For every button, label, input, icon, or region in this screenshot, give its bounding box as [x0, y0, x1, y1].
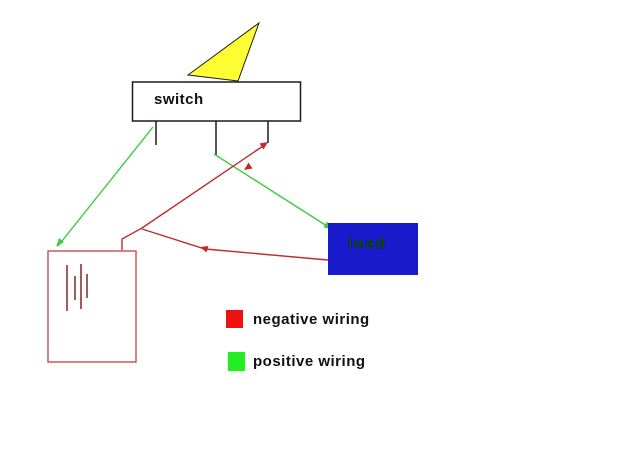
- legend-positive-label: positive wiring: [253, 353, 366, 370]
- legend-negative-label: negative wiring: [253, 311, 370, 328]
- arrowhead-icon: [259, 142, 268, 150]
- legend-negative-swatch: [226, 310, 243, 328]
- arrowhead-icon: [56, 238, 64, 247]
- positive-wire-switch-to-load: [213, 153, 331, 229]
- arrowhead-icon: [244, 162, 253, 170]
- positive-wire-switch-to-battery: [57, 126, 154, 247]
- load-box: [328, 223, 418, 275]
- negative-wire-battery-to-load: [141, 228, 329, 261]
- battery-cell-plates-icon: [66, 264, 88, 311]
- arrowhead-icon: [200, 246, 209, 253]
- negative-wire-battery-stub: [121, 227, 143, 250]
- load-label: load: [348, 235, 387, 252]
- switch-box: [131, 81, 302, 122]
- switch-lever-icon: [186, 21, 261, 82]
- legend-positive-swatch: [228, 352, 245, 371]
- negative-wire-battery-to-switch: [141, 143, 267, 229]
- battery-box: [47, 250, 137, 363]
- switch-label: switch: [154, 91, 204, 108]
